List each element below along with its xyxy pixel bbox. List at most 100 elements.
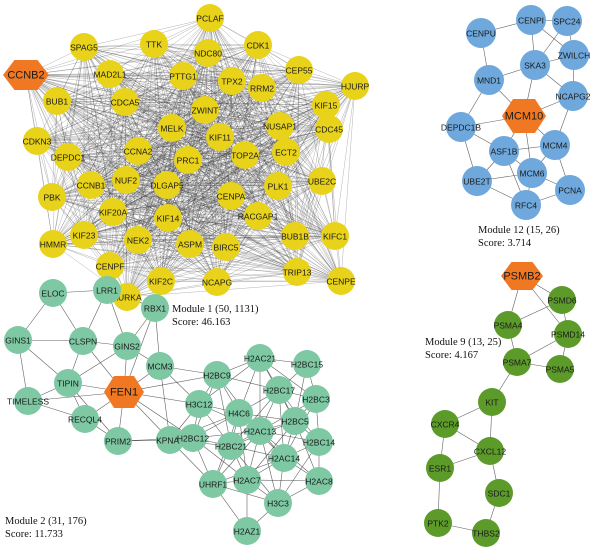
node-label-pttg1: PTTG1 bbox=[169, 72, 197, 82]
edge-kif20a-trip13 bbox=[112, 211, 298, 273]
edge-spag5-pbk bbox=[51, 46, 85, 198]
node-zwint: ZWINT bbox=[191, 96, 219, 124]
node-spc24: SPC24 bbox=[552, 6, 582, 36]
edge-kif11-racgap1 bbox=[219, 136, 259, 217]
node-racgap1: RACGAP1 bbox=[238, 202, 279, 230]
node-label-lrr1: LRR1 bbox=[96, 286, 118, 296]
node-hmmr: HMMR bbox=[39, 230, 67, 258]
edge-hjurp-cdca5 bbox=[124, 85, 356, 103]
node-label-ccna2: CCNA2 bbox=[124, 147, 153, 157]
node-trip13: TRIP13 bbox=[283, 258, 312, 286]
node-circle-ube2c bbox=[308, 167, 336, 195]
node-circle-thbs2 bbox=[472, 519, 500, 547]
edge-mad2l1-cep55 bbox=[109, 69, 300, 75]
node-label-gins2: GINS2 bbox=[114, 342, 140, 352]
node-circle-cdc45 bbox=[315, 115, 343, 143]
node-circle-zwilch bbox=[559, 40, 589, 70]
node-circle-psma4 bbox=[494, 311, 522, 339]
node-birc5: BIRC5 bbox=[212, 233, 240, 261]
node-circle-h2bc3 bbox=[302, 385, 330, 413]
node-circle-gins1 bbox=[4, 326, 32, 354]
edge-prc1-aspm bbox=[187, 159, 191, 245]
node-circle-cdk1 bbox=[244, 31, 272, 59]
node-label-ncapg: NCAPG bbox=[202, 278, 232, 288]
node-label-sdc1: SDC1 bbox=[488, 489, 511, 499]
node-circle-mcm4 bbox=[540, 130, 570, 160]
edge-mad2l1-zwint bbox=[109, 73, 206, 111]
edge-cep55-melk bbox=[171, 69, 300, 129]
hub-hexagon-fen1 bbox=[104, 376, 144, 408]
node-circle-cenpf bbox=[96, 252, 124, 280]
node-circle-kif2c bbox=[147, 267, 175, 295]
node-uhrf1: UHRF1 bbox=[199, 470, 227, 498]
edge-pclaf-cdkn3 bbox=[36, 17, 211, 142]
node-label-cep55: CEP55 bbox=[286, 66, 313, 76]
node-label-rrm2: RRM2 bbox=[250, 84, 274, 94]
node-mcm6: MCM6 bbox=[517, 158, 547, 188]
node-label-rbx1: RBX1 bbox=[144, 304, 166, 314]
node-circle-ptk2 bbox=[424, 509, 452, 537]
node-label-h2bc12: H2BC12 bbox=[177, 434, 209, 444]
node-cep55: CEP55 bbox=[285, 56, 313, 84]
node-bub1: BUB1 bbox=[43, 87, 71, 115]
node-circle-spc24 bbox=[552, 6, 582, 36]
node-circle-esr1 bbox=[426, 454, 454, 482]
node-circle-ccnb1 bbox=[77, 171, 105, 199]
node-circle-dlgap5 bbox=[153, 171, 181, 199]
node-circle-ncapg bbox=[203, 268, 231, 296]
edge-rrm2-aurka bbox=[126, 87, 263, 298]
node-circle-kpna2 bbox=[156, 426, 184, 454]
edge-nusap1-nuf2 bbox=[125, 125, 281, 181]
node-cxcl12: CXCL12 bbox=[474, 437, 506, 465]
edge-ect2-kif20a bbox=[112, 151, 287, 213]
hub-node-psmb2: PSMB2 bbox=[501, 262, 543, 290]
module1-score: Score: 46.163 bbox=[172, 317, 230, 328]
edge-kifc1-birc5 bbox=[225, 235, 336, 248]
node-label-plk1: PLK1 bbox=[268, 182, 289, 192]
node-psma7: PSMA7 bbox=[503, 348, 532, 376]
node-pttg1: PTTG1 bbox=[169, 62, 197, 90]
node-circle-h4c6 bbox=[225, 399, 253, 427]
module9-title: Module 9 (13, 25) bbox=[425, 337, 502, 348]
node-label-mcm10: MCM10 bbox=[505, 111, 544, 123]
edge-zwint-kif15 bbox=[204, 104, 327, 111]
node-tipin: TIPIN bbox=[54, 369, 82, 397]
node-circle-nusap1 bbox=[266, 112, 294, 140]
node-circle-ska3 bbox=[520, 50, 550, 80]
node-label-clspn: CLSPN bbox=[69, 337, 97, 347]
edge-hjurp-cenpe bbox=[340, 85, 356, 282]
node-label-psmd6: PSMD6 bbox=[547, 296, 577, 306]
node-label-cdkn3: CDKN3 bbox=[23, 137, 52, 147]
node-gins2: GINS2 bbox=[113, 332, 141, 360]
edge-zwint-aspm bbox=[189, 109, 206, 245]
node-label-ttk: TTK bbox=[146, 40, 162, 50]
node-label-pclaf: PCLAF bbox=[196, 14, 223, 24]
node-circle-kif23 bbox=[70, 221, 98, 249]
node-timeless: TIMELESS bbox=[7, 387, 49, 415]
node-melk: MELK bbox=[158, 114, 186, 142]
edge-plk1-cenpe bbox=[277, 185, 342, 282]
node-ptk2: PTK2 bbox=[424, 509, 452, 537]
module12-title: Module 12 (15, 26) bbox=[478, 225, 560, 236]
node-circle-h2bc17 bbox=[265, 376, 293, 404]
node-kif23: KIF23 bbox=[70, 221, 98, 249]
node-ncapg: NCAPG bbox=[202, 268, 232, 296]
edge-kif20a-racgap1 bbox=[112, 211, 259, 217]
edge-plk1-ncapg bbox=[216, 185, 279, 283]
node-circle-h2bc12 bbox=[179, 424, 207, 452]
node-circle-hjurp bbox=[341, 72, 369, 100]
node-label-h2ac13: H2AC13 bbox=[244, 427, 276, 437]
node-h2bc3: H2BC3 bbox=[302, 385, 330, 413]
node-bub1b: BUB1B bbox=[281, 222, 309, 250]
node-eloc: ELOC bbox=[39, 279, 67, 307]
node-psma4: PSMA4 bbox=[494, 311, 523, 339]
node-esr1: ESR1 bbox=[426, 454, 454, 482]
node-circle-recql4 bbox=[71, 405, 99, 433]
edge-cdca5-ect2 bbox=[124, 101, 287, 153]
edge-pttg1-nek2 bbox=[137, 75, 184, 241]
edge-nek2-ncapg bbox=[137, 239, 218, 283]
node-circle-depdc1 bbox=[54, 143, 82, 171]
node-ccna2: CCNA2 bbox=[124, 137, 153, 165]
node-h3c12: H3C12 bbox=[185, 390, 213, 418]
